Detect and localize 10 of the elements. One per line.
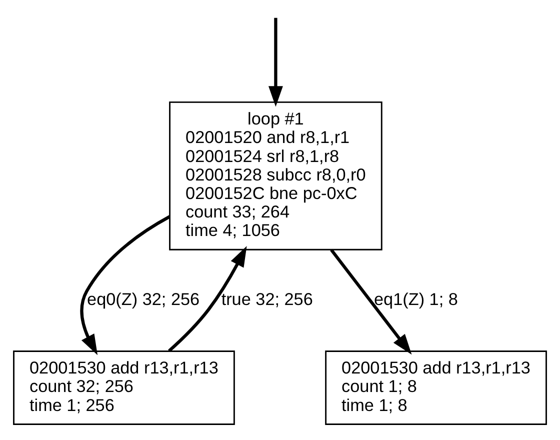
arrow: [80, 214, 170, 355]
arrow: [168, 246, 247, 352]
edge-label: eq0(Z) 32; 256: [87, 288, 200, 308]
arrow: [268, 17, 283, 106]
edge-label: eq1(Z) 1; 8: [374, 288, 458, 308]
edge-label: true 32; 256: [221, 288, 313, 308]
node-box: loop #1 02001520 and r8,1,r1 02001524 srl r8,1,r8 02001528 subcc r8,0,r0 0200152C bne pc-0xC count 33; 264 time 4; 1056: [169, 101, 382, 250]
arrow: [330, 248, 412, 354]
node-box: 02001530 add r13,r1,r13 count 1; 8 time 1; 8: [325, 350, 547, 424]
node-box: 02001530 add r13,r1,r13 count 32; 256 time 1; 256: [13, 350, 235, 424]
